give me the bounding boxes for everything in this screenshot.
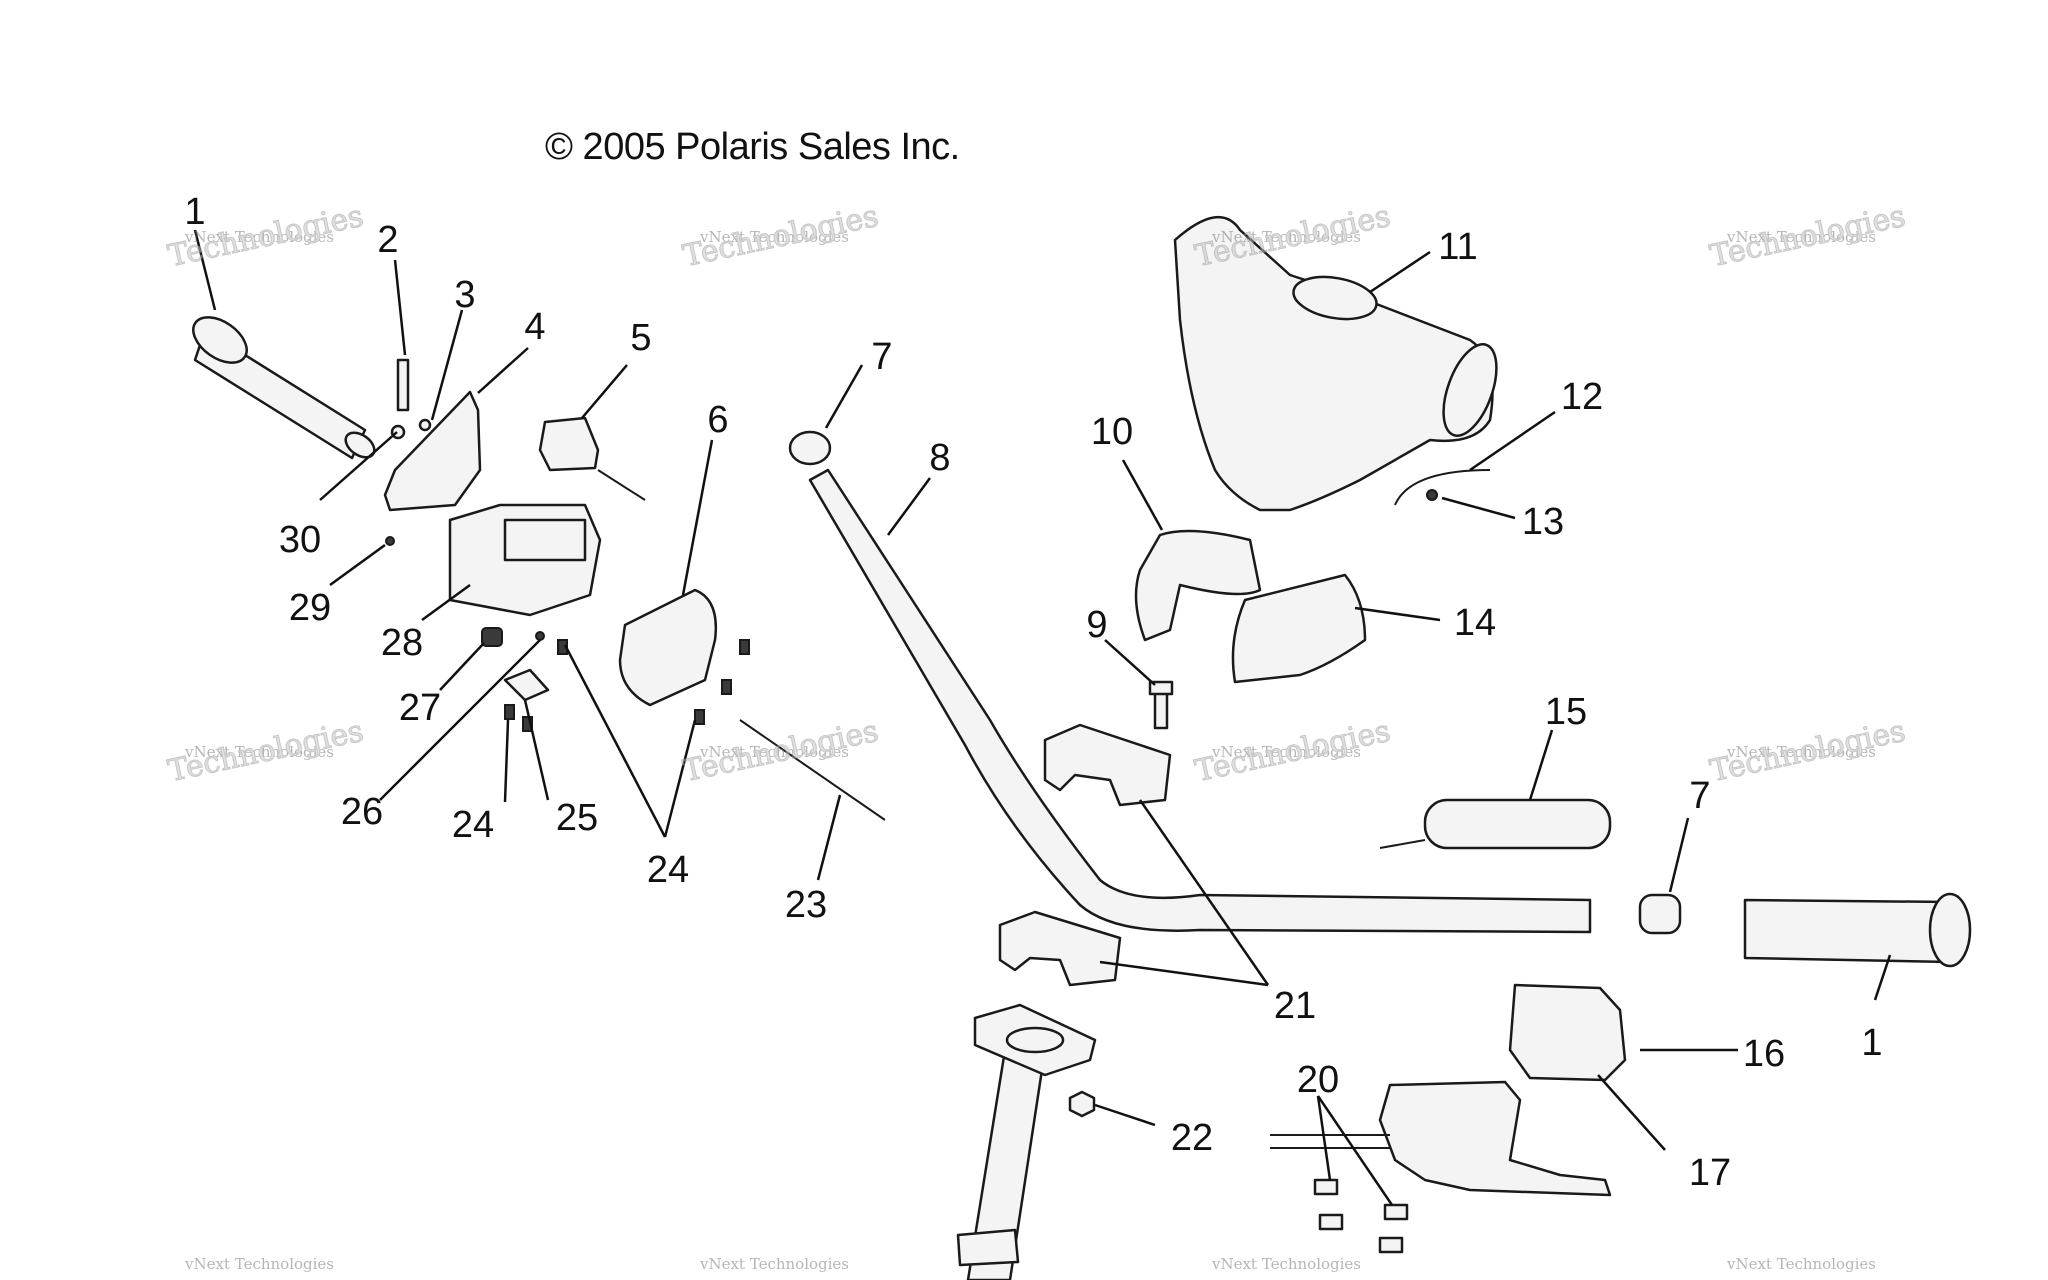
callout-1-right: 1 xyxy=(1861,1022,1883,1064)
bolt-9 xyxy=(1153,688,1169,730)
pin-2 xyxy=(396,358,410,412)
callout-2: 2 xyxy=(377,219,399,261)
callout-9: 9 xyxy=(1086,604,1108,646)
callout-27: 27 xyxy=(398,687,442,729)
callout-24-right: 24 xyxy=(646,849,690,891)
cover-upper xyxy=(1134,529,1262,642)
hand-guard xyxy=(1173,215,1494,512)
heated-grip xyxy=(1423,798,1612,850)
callout-22: 22 xyxy=(1170,1117,1214,1159)
callout-10: 10 xyxy=(1090,411,1134,453)
bar-end-plug-left xyxy=(788,430,832,466)
callout-7-right: 7 xyxy=(1689,775,1711,817)
switch-housing xyxy=(1508,983,1627,1082)
callout-29: 29 xyxy=(288,587,332,629)
callout-5: 5 xyxy=(630,317,652,359)
callout-6: 6 xyxy=(707,399,729,441)
callout-26: 26 xyxy=(340,791,384,833)
clamp-upper xyxy=(1043,723,1172,807)
callout-12: 12 xyxy=(1560,376,1604,418)
bar-end-plug-right xyxy=(1638,893,1682,935)
callout-16: 16 xyxy=(1742,1033,1786,1075)
callout-11: 11 xyxy=(1438,226,1478,268)
callout-14: 14 xyxy=(1453,602,1497,644)
housing-6 xyxy=(618,588,718,707)
callout-28: 28 xyxy=(380,622,424,664)
grip-right-end xyxy=(1928,892,1972,968)
leader-lines xyxy=(193,229,1892,1206)
cover-lower xyxy=(1231,573,1367,684)
callout-17: 17 xyxy=(1688,1152,1732,1194)
grip-left-end xyxy=(192,316,248,364)
callout-25: 25 xyxy=(555,797,599,839)
copyright-notice: © 2005 Polaris Sales Inc. xyxy=(545,126,960,168)
knob-27 xyxy=(481,627,503,647)
screw-13 xyxy=(1426,489,1438,501)
handlebar xyxy=(808,468,1592,934)
callout-21: 21 xyxy=(1273,985,1317,1027)
wire xyxy=(1394,469,1491,506)
throttle-lever xyxy=(383,390,482,512)
callout-20: 20 xyxy=(1296,1059,1340,1101)
callout-8: 8 xyxy=(929,437,951,479)
callout-13: 13 xyxy=(1521,501,1565,543)
plate-25 xyxy=(503,668,550,702)
hand-guard-cuff xyxy=(1442,343,1498,437)
callout-3: 3 xyxy=(454,274,476,316)
callout-23: 23 xyxy=(784,884,828,926)
clamp-lower xyxy=(998,910,1122,987)
callout-1-left: 1 xyxy=(184,191,206,233)
callout-24-left: 24 xyxy=(451,804,495,846)
bolt-9-head xyxy=(1148,680,1174,696)
switch-block-5 xyxy=(538,416,600,472)
nut-22 xyxy=(1068,1090,1096,1118)
callout-4: 4 xyxy=(524,306,546,348)
cable-23 xyxy=(739,719,886,821)
grip-right xyxy=(1743,898,1952,964)
callout-7-left: 7 xyxy=(871,336,893,378)
callout-15: 15 xyxy=(1544,691,1588,733)
hand-guard-opening xyxy=(1292,275,1378,321)
callout-30: 30 xyxy=(278,519,322,561)
brake-master-cylinder xyxy=(1378,1080,1612,1197)
